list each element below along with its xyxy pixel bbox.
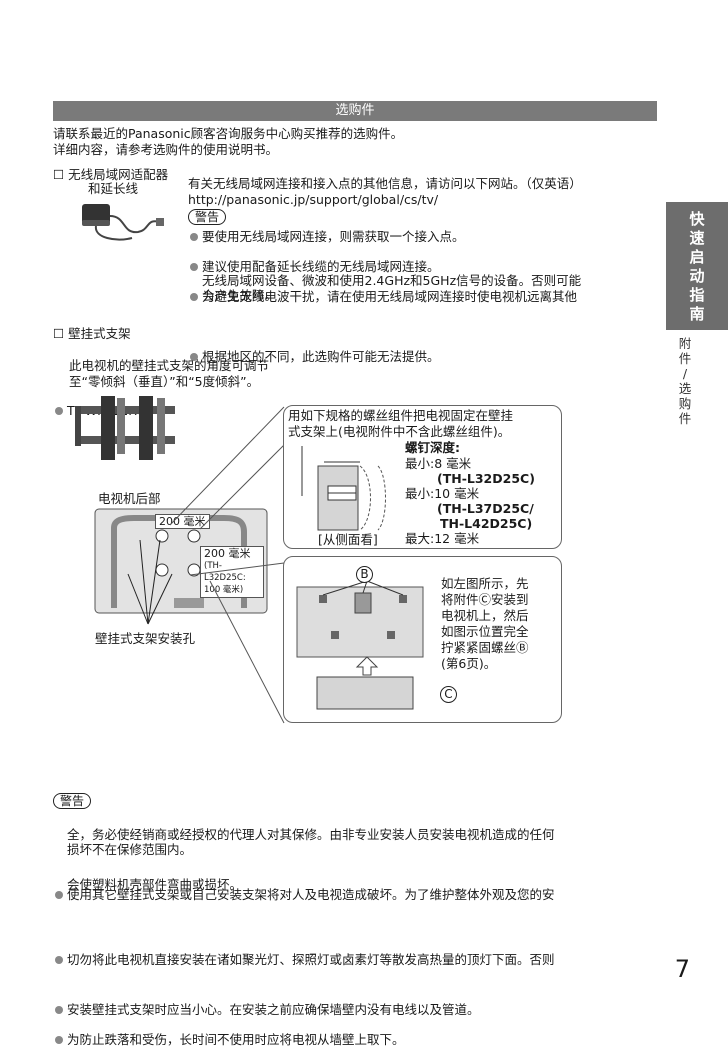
side-sub-char: 购 <box>678 396 692 411</box>
warning-bullet: 安装壁挂式支架时应当小心。在安装之前应确保墙壁内没有电线以及管道。 <box>53 1002 728 1017</box>
warning-bullet-cont: 损坏不在保修范围内。 <box>67 842 193 857</box>
attach-text: 拧紧紧固螺丝Ⓑ <box>441 640 529 655</box>
side-tab-char: 指 <box>689 286 705 304</box>
label-c: C <box>440 686 457 703</box>
callout-lines <box>169 406 285 724</box>
side-sub-char: 件 <box>678 351 692 366</box>
wlan-warning-label: 警告 <box>188 209 227 225</box>
wlan-adapter-illustration <box>82 204 164 241</box>
holes-pointer-lines <box>127 539 173 625</box>
min1-label: 最小:8 毫米 <box>405 456 472 471</box>
min2-model-2: TH-L42D25C) <box>440 516 533 531</box>
attach-text: (第6页)。 <box>441 656 497 671</box>
side-sub-char: 附 <box>678 336 692 351</box>
attachment-illustration <box>296 580 424 710</box>
side-tab-char: 南 <box>689 305 705 323</box>
side-tab-char: 快 <box>689 210 705 228</box>
attach-text: 电视机上，然后 <box>441 608 529 623</box>
dim-note-1: (TH-L32D25C: <box>204 561 246 583</box>
attach-text: 如左图所示，先 <box>441 576 529 591</box>
wlan-bullet: 建议使用配备延长线缆的无线局域网连接。 <box>188 259 728 274</box>
dim-note-2: 100 毫米) <box>204 585 244 595</box>
side-tab-char: 启 <box>689 248 705 266</box>
wlan-bullet: 为避免无线电波干扰，请在使用无线局域网连接时使电视机远离其他 <box>188 289 728 304</box>
min1-model: (TH-L32D25C) <box>437 471 535 486</box>
wlan-info-line-1: 有关无线局域网连接和接入点的其他信息，请访问以下网站。（仅英语） <box>188 176 582 191</box>
bracket-checkbox-label: ☐ 壁挂式支架 <box>53 326 131 341</box>
screw-text-2: 式支架上(电视附件中不含此螺丝组件)。 <box>288 424 511 439</box>
warning-bullet: 为防止跌落和受伤，长时间不使用时应将电视从墙壁上取下。 <box>53 1032 728 1047</box>
max-label: 最大:12 毫米 <box>405 531 480 546</box>
tv-back-label: 电视机后部 <box>98 491 161 506</box>
wlan-bullet: 要使用无线局域网连接，则需获取一个接入点。 <box>188 229 728 244</box>
intro-line-2: 详细内容，请参考选购件的使用说明书。 <box>53 142 279 157</box>
wlan-checkbox-label: ☐ 无线局域网适配器 <box>53 167 169 182</box>
min2-label: 最小:10 毫米 <box>405 486 480 501</box>
wlan-bullet-cont: 会产生故障。 <box>202 288 278 303</box>
side-tab-char: 动 <box>689 267 705 285</box>
warning-bullet-cont: 会使塑料机壳部件弯曲或损坏。 <box>67 877 243 892</box>
section-header: 选购件 <box>53 101 657 121</box>
wlan-info-url[interactable]: http://panasonic.jp/support/global/cs/tv… <box>188 192 439 207</box>
page-number: 7 <box>674 955 690 983</box>
attach-text: 如图示位置完全 <box>441 624 529 639</box>
min2-model-1: (TH-L37D25C/ <box>437 501 534 516</box>
bracket-desc-1: 此电视机的壁挂式支架的角度可调节 <box>69 358 270 373</box>
bracket-desc-2: 至“零倾斜（垂直）”和“5度倾斜”。 <box>69 374 260 389</box>
side-sub-char: / <box>682 366 688 381</box>
side-sub-char: 选 <box>678 381 692 396</box>
label-b: B <box>356 566 373 583</box>
wlan-checkbox-label-2: 和延长线 <box>88 181 139 196</box>
side-subtitle: 附 件 / 选 购 件 <box>675 336 695 426</box>
warning-bullet: 使用其它壁挂式支架或自己安装支架将对人及电视造成破坏。为了维护整体外观及您的安 <box>53 887 728 902</box>
wlan-bullet: 根据地区的不同，此选购件可能无法提供。 <box>188 349 728 364</box>
holes-label: 壁挂式支架安装孔 <box>95 631 196 646</box>
side-tab-char: 速 <box>689 229 705 247</box>
side-tab[interactable]: 快 速 启 动 指 南 <box>666 202 728 330</box>
intro-line-1: 请联系最近的Panasonic顾客咨询服务中心购买推荐的选购件。 <box>53 126 404 141</box>
screw-side-view-illustration <box>301 446 386 531</box>
warning-label: 警告 <box>53 793 92 809</box>
wlan-bullet-cont: 无线局域网设备、微波和使用2.4GHz和5GHz信号的设备。否则可能 <box>202 273 582 288</box>
warning-bullet: 切勿将此电视机直接安装在诸如聚光灯、探照灯或卤素灯等散发高热量的顶灯下面。否则 <box>53 952 728 967</box>
side-sub-char: 件 <box>678 411 692 426</box>
warning-bullet-cont: 全，务必使经销商或经授权的代理人对其保修。由非专业安装人员安装电视机造成的任何 <box>67 827 555 842</box>
side-view-label: [从侧面看] <box>318 532 378 547</box>
depth-label: 螺钉深度: <box>405 440 460 455</box>
wall-bracket-illustration <box>75 396 175 460</box>
dim-200-side: 200 毫米 <box>204 547 251 560</box>
attach-text: 将附件Ⓒ安装到 <box>441 592 529 607</box>
screw-text-1: 用如下规格的螺丝组件把电视固定在壁挂 <box>288 408 514 423</box>
